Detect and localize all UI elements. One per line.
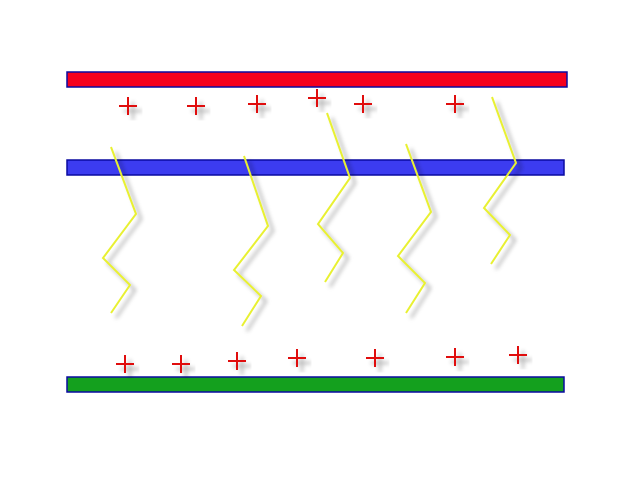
upper-positive-charge-4 — [308, 89, 326, 107]
lower-positive-charge-4 — [288, 349, 306, 367]
upper-positive-charge-6 — [446, 95, 464, 113]
lightning-bolt-icon-2 — [232, 155, 270, 327]
lightning-bolts — [101, 96, 518, 327]
upper-positive-charge-5 — [354, 95, 372, 113]
plates — [66, 71, 568, 393]
lower-positive-charge-6 — [446, 348, 464, 366]
bottom-plate — [66, 376, 565, 393]
lower-positive-charge-2 — [172, 355, 190, 373]
lightning-bolt-icon-5 — [482, 96, 518, 265]
top-plate — [66, 71, 568, 88]
lightning-bolt-icon-1 — [101, 146, 138, 314]
lightning-bolt-icon-4 — [396, 143, 433, 314]
lightning-bolt-icon-3 — [316, 112, 352, 283]
lower-positive-charge-5 — [366, 349, 384, 367]
lower-positive-charge-3 — [228, 352, 246, 370]
lower-positive-charge-1 — [116, 355, 134, 373]
upper-positive-charge-1 — [119, 97, 137, 115]
middle-plate — [66, 159, 565, 176]
upper-positive-charge-2 — [187, 97, 205, 115]
lower-positive-charge-7 — [509, 346, 527, 364]
upper-positive-charge-3 — [248, 95, 266, 113]
charges — [116, 89, 527, 373]
